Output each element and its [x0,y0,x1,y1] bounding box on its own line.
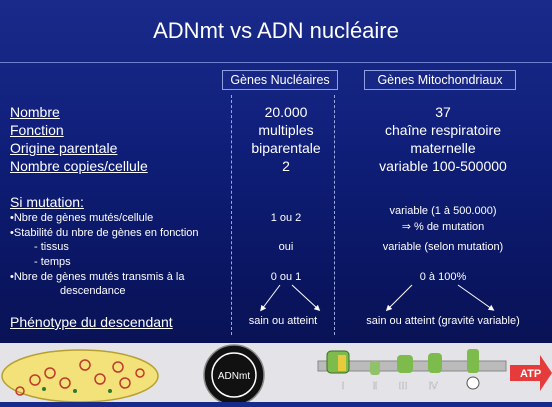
complex-label-III: III [399,381,407,392]
complex-II [370,361,380,375]
transmitted-label-2: descendance [60,285,126,297]
complex-label-I: I [342,381,345,392]
column-header-nuclear: Gènes Nucléaires [222,70,338,90]
complex-label-II: II [372,381,378,392]
row-label-fonction: Fonction [10,122,64,138]
mito-nombre: 37 [435,104,451,120]
row-label-nombre: Nombre [10,104,60,120]
atp-arrow [510,355,552,391]
transmitted-mito: 0 à 100% [419,271,467,283]
mutated-mito-2: ⇒ % de mutation [401,221,485,233]
row-label-origine: Origine parentale [10,140,118,156]
mutated-mito-1: variable (1 à 500.000) [389,205,497,217]
tissus-label: - tissus [34,241,69,253]
temps-label: - temps [34,256,71,268]
mutated-label: •Nbre de gènes mutés/cellule [10,212,154,224]
nuc-fonction: multiples [258,122,314,138]
column-header-mito: Gènes Mitochondriaux [364,70,516,90]
mito-fonction: chaîne respiratoire [385,122,501,138]
transmitted-nuc: 0 ou 1 [270,271,302,283]
adnmt-label: ADNmt [218,371,250,382]
atp-label: ATP [520,368,541,380]
transmitted-label-1: •Nbre de gènes mutés transmis à la [10,271,185,283]
cell-shape [1,349,159,403]
atp-synthase [467,349,479,373]
nuc-copies: 2 [282,158,290,174]
stability-label: •Stabilité du nbre de gènes en fonction [10,227,199,239]
tissus-mito: variable (selon mutation) [382,241,504,253]
row-label-copies: Nombre copies/cellule [10,158,148,174]
mito-origine: maternelle [410,140,476,156]
divider-right [334,95,336,335]
divider-left [231,95,233,335]
phenotype-mito: sain ou atteint (gravité variable) [366,315,520,327]
diagram-strip: ADNmt I II III IV ATP [0,343,552,406]
tissus-nuc: oui [278,241,294,253]
mutated-nuc: 1 ou 2 [270,212,302,224]
mito-arrows [385,284,495,312]
complex-III [397,355,413,373]
slide-title: ADNmt vs ADN nucléaire [0,0,552,63]
complex-label-IV: IV [428,381,438,392]
nuc-arrows [260,284,321,312]
complex-IV [428,353,442,373]
phenotype-nuc: sain ou atteint [248,315,318,327]
mitochondrion-diagram: ADNmt I II III IV ATP [1,344,552,406]
phenotype-label: Phénotype du descendant [10,314,173,330]
nuc-nombre: 20.000 [264,104,308,120]
mito-copies: variable 100-500000 [379,158,507,174]
nuc-origine: biparentale [251,140,321,156]
mutation-heading: Si mutation: [10,194,84,210]
